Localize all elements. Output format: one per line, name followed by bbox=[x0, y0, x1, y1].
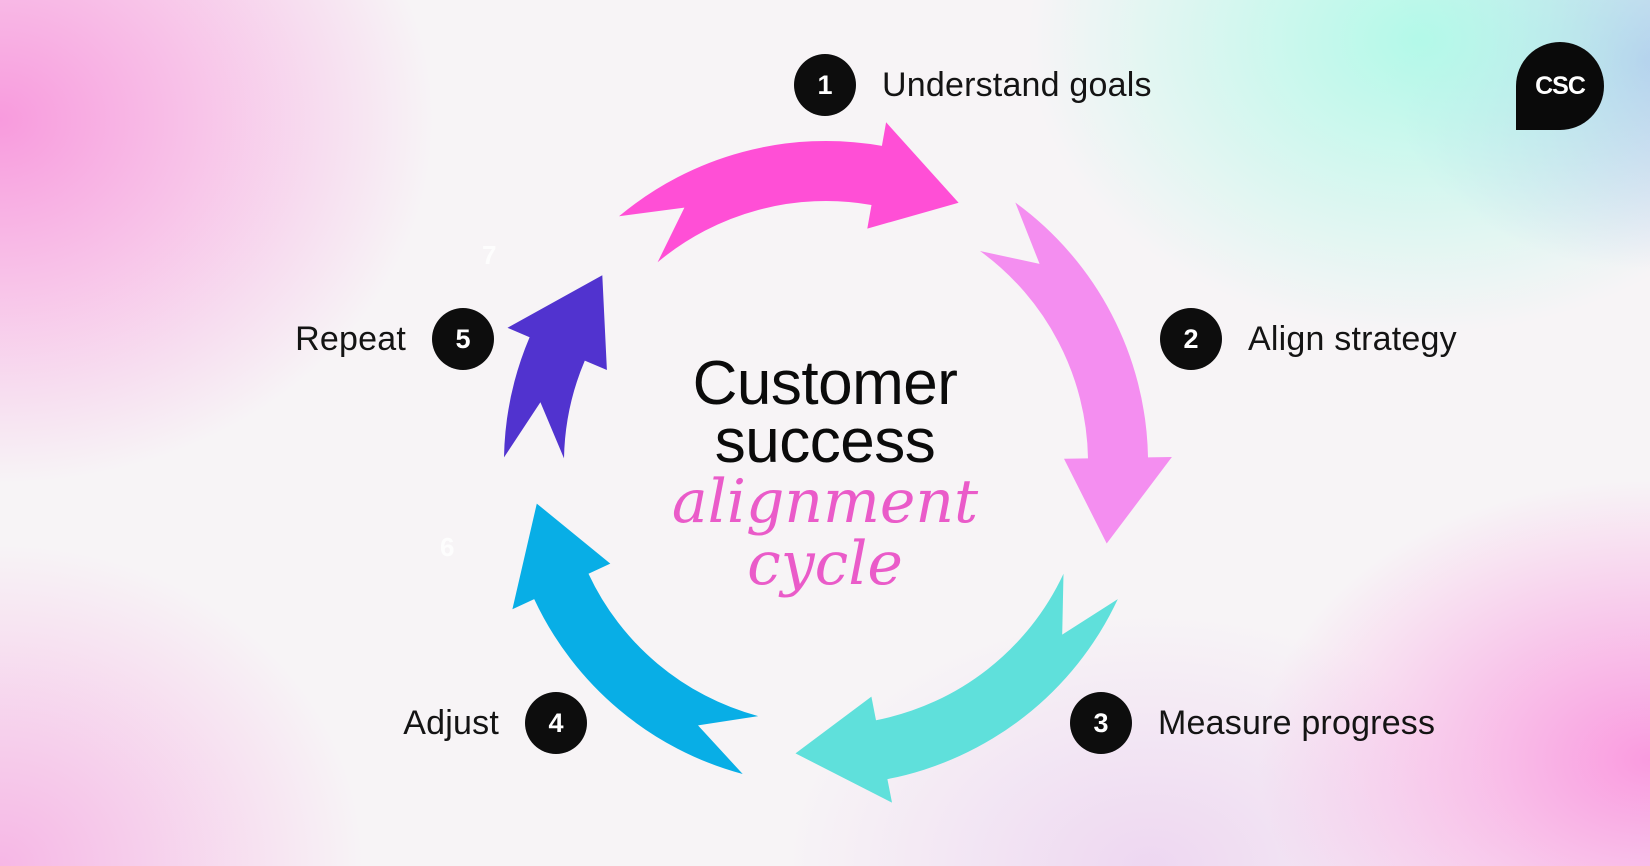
step-4: Adjust 4 bbox=[403, 692, 587, 754]
step-5-label: Repeat bbox=[295, 319, 406, 358]
cycle-arrow-4 bbox=[512, 503, 759, 774]
step-1-label: Understand goals bbox=[882, 65, 1152, 104]
step-2-badge: 2 bbox=[1160, 308, 1222, 370]
logo-text: CSC bbox=[1535, 71, 1586, 100]
step-3-label: Measure progress bbox=[1158, 703, 1436, 742]
step-5: Repeat 5 bbox=[295, 308, 494, 370]
cycle-arrow-5 bbox=[504, 275, 607, 459]
title-line-cycle: cycle bbox=[747, 529, 903, 599]
diagram-title: Customer success alignment cycle bbox=[590, 349, 1060, 599]
step-3: 3 Measure progress bbox=[1070, 692, 1435, 754]
step-1: 1 Understand goals bbox=[794, 54, 1152, 116]
title-line-customer: Customer bbox=[692, 349, 958, 418]
step-5-badge: 5 bbox=[432, 308, 494, 370]
cycle-arrow-3 bbox=[795, 573, 1118, 803]
step-2-label: Align strategy bbox=[1248, 319, 1457, 358]
cycle-arrow-2 bbox=[980, 202, 1172, 544]
step-1-badge: 1 bbox=[794, 54, 856, 116]
ghost-number-6: 6 bbox=[440, 532, 455, 562]
ghost-number-7: 7 bbox=[482, 240, 497, 270]
step-4-label: Adjust bbox=[403, 703, 499, 742]
csc-logo: CSC bbox=[1516, 42, 1604, 130]
step-2: 2 Align strategy bbox=[1160, 308, 1457, 370]
step-4-badge: 4 bbox=[525, 692, 587, 754]
step-3-badge: 3 bbox=[1070, 692, 1132, 754]
title-line-success: success bbox=[714, 407, 936, 476]
title-line-alignment: alignment bbox=[671, 467, 979, 537]
cycle-arrow-1 bbox=[619, 122, 959, 263]
